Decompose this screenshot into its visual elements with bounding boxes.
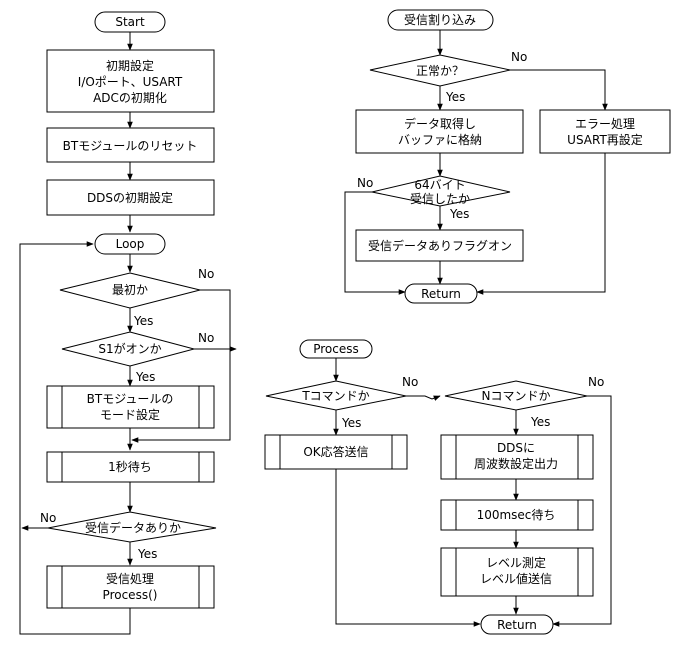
recv-proc-label-2: Process() xyxy=(103,588,158,602)
wait-1s-box xyxy=(46,451,215,483)
flag-on-box xyxy=(355,229,524,262)
first-yes-label: Yes xyxy=(133,314,153,328)
wait-100ms-box xyxy=(440,499,594,531)
s1-decision-label: S1がオンか xyxy=(98,341,161,356)
bt-mode-label-1: BTモジュールの xyxy=(87,392,174,406)
level-label-1: レベル測定 xyxy=(486,555,546,570)
main-connectors xyxy=(19,32,237,635)
process-return-terminal xyxy=(480,614,554,635)
recv-no-label: No xyxy=(40,511,56,525)
init-label-3: ADCの初期化 xyxy=(93,91,167,105)
main-flow: Start 初期設定 I/Oポート、USART ADCの初期化 BTモジュールの… xyxy=(19,11,237,635)
wait-1s-label: 1秒待ち xyxy=(108,460,152,474)
bt-reset-label: BTモジュールのリセット xyxy=(63,139,198,153)
bytes-decision-label-2: 受信したか xyxy=(410,192,470,206)
first-decision xyxy=(59,272,201,309)
t-cmd-decision-label: Tコマンドか xyxy=(301,389,369,403)
process-connectors xyxy=(333,358,612,627)
recv-decision-label: 受信データありか xyxy=(85,520,181,535)
flag-on-label: 受信データありフラグオン xyxy=(368,238,512,253)
t-cmd-yes-label: Yes xyxy=(341,416,361,430)
bt-mode-box xyxy=(46,385,215,429)
isr-title: 受信割り込み xyxy=(404,12,476,27)
error-label-2: USART再設定 xyxy=(567,132,643,147)
s1-decision xyxy=(61,331,196,367)
dds-init-box xyxy=(46,179,215,216)
interrupt-flow: 受信割り込み 正常か？ No Yes データ取得し バッファに格納 エラー処理 … xyxy=(344,9,671,304)
recv-yes-label: Yes xyxy=(137,547,157,561)
process-return-label: Return xyxy=(497,618,537,632)
data-get-label-1: データ取得し xyxy=(404,116,476,131)
dds-out-label-1: DDSに xyxy=(497,441,535,455)
ok-no-label: No xyxy=(511,50,527,64)
level-box xyxy=(440,547,594,597)
dds-init-label: DDSの初期設定 xyxy=(87,190,173,205)
n-cmd-decision xyxy=(444,380,588,411)
init-label-1: 初期設定 xyxy=(106,58,154,73)
recv-proc-box xyxy=(46,565,215,609)
t-cmd-decision xyxy=(265,380,407,411)
dds-out-label-2: 周波数設定出力 xyxy=(474,456,558,471)
init-label-2: I/Oポート、USART xyxy=(78,75,183,89)
isr-terminal xyxy=(387,9,494,31)
bytes-yes-label: Yes xyxy=(449,207,469,221)
t-cmd-no-label: No xyxy=(402,375,418,389)
wait-100ms-label: 100msec待ち xyxy=(477,508,556,522)
dds-out-box xyxy=(440,434,594,480)
bytes-decision-label-1: 64バイト xyxy=(414,178,465,192)
bytes-no-label: No xyxy=(357,176,373,190)
ok-decision-label: 正常か？ xyxy=(416,64,464,78)
ok-yes-label: Yes xyxy=(445,90,465,104)
level-label-2: レベル値送信 xyxy=(480,571,552,586)
first-no-label: No xyxy=(198,267,214,281)
init-box xyxy=(46,49,215,113)
process-title: Process xyxy=(313,342,359,356)
error-label-1: エラー処理 xyxy=(575,117,635,131)
bytes-decision xyxy=(371,175,511,207)
bt-reset-box xyxy=(46,127,215,163)
data-get-label-2: バッファに格納 xyxy=(398,132,482,147)
start-terminal xyxy=(94,11,166,33)
s1-no-label: No xyxy=(198,331,214,345)
start-label: Start xyxy=(115,15,145,29)
loop-label: Loop xyxy=(116,237,145,251)
recv-proc-label-1: 受信処理 xyxy=(106,572,154,586)
n-cmd-yes-label: Yes xyxy=(530,415,550,429)
loop-terminal xyxy=(94,233,166,255)
process-flow: Process Tコマンドか No Yes Nコマンドか No Yes OK応答… xyxy=(264,339,612,635)
isr-return-label: Return xyxy=(421,287,461,301)
data-get-box xyxy=(355,109,524,154)
process-terminal xyxy=(299,339,373,359)
error-box xyxy=(539,109,671,154)
n-cmd-no-label: No xyxy=(588,375,604,389)
first-decision-label: 最初か xyxy=(112,283,148,297)
recv-decision xyxy=(47,511,217,543)
n-cmd-decision-label: Nコマンドか xyxy=(482,389,551,403)
interrupt-connectors xyxy=(344,30,608,295)
s1-yes-label: Yes xyxy=(135,370,155,384)
ok-send-label: OK応答送信 xyxy=(303,444,368,459)
isr-return-terminal xyxy=(404,283,478,304)
bt-mode-label-2: モード設定 xyxy=(100,407,160,422)
ok-send-box xyxy=(264,434,408,470)
ok-decision xyxy=(369,54,511,87)
